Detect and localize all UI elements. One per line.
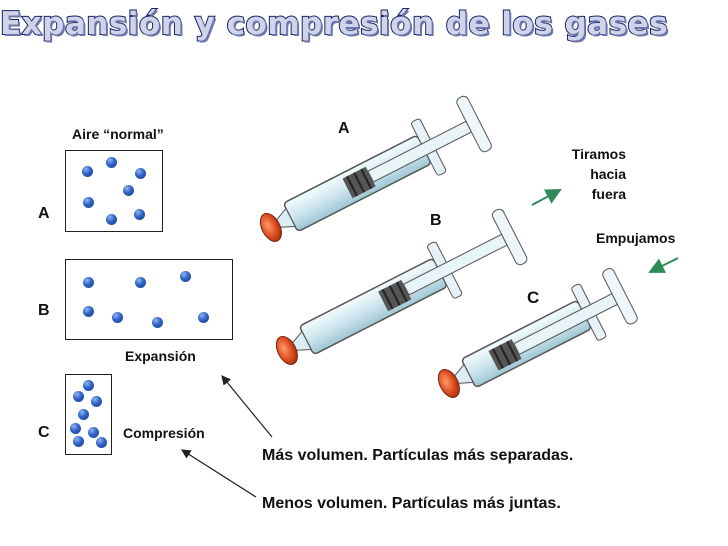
particle <box>198 312 209 323</box>
particle <box>78 409 89 420</box>
syringe-b-label: B <box>430 212 442 229</box>
particle <box>70 423 81 434</box>
particle <box>180 271 191 282</box>
particle <box>83 277 94 288</box>
particle-box-normal <box>65 150 163 232</box>
pull-text-line-2: hacia <box>590 166 626 182</box>
row-label-c: C <box>38 424 50 441</box>
less-volume-note: Menos volumen. Partículas más juntas. <box>262 495 561 512</box>
particle <box>82 166 93 177</box>
particle <box>135 277 146 288</box>
particle-box-expansion <box>65 259 233 340</box>
particle <box>152 317 163 328</box>
push-text: Empujamos <box>596 230 676 246</box>
compression-label: Compresión <box>123 425 205 441</box>
more-volume-note: Más volumen. Partículas más separadas. <box>262 447 574 464</box>
normal-air-label: Aire “normal” <box>72 126 164 142</box>
particle <box>88 427 99 438</box>
pull-arrow <box>531 189 562 206</box>
particle <box>83 306 94 317</box>
particle <box>106 157 117 168</box>
particle <box>123 185 134 196</box>
particle <box>83 197 94 208</box>
particle <box>135 168 146 179</box>
compression-pointer-arrow <box>180 449 257 498</box>
expansion-pointer-arrow <box>221 375 273 438</box>
page-title: Expansión y compresión de los gases <box>0 5 669 43</box>
syringe-a-label: A <box>338 120 350 137</box>
pull-text-line-1: Tiramos <box>571 146 626 162</box>
particle <box>91 396 102 407</box>
row-label-a: A <box>38 205 50 222</box>
particle <box>112 312 123 323</box>
syringe-c-label: C <box>527 288 540 307</box>
particle <box>73 436 84 447</box>
row-label-b: B <box>38 302 50 319</box>
particle <box>96 437 107 448</box>
particle <box>73 391 84 402</box>
particle <box>83 380 94 391</box>
expansion-label: Expansión <box>125 348 196 364</box>
syringe-b <box>275 208 528 365</box>
particle <box>134 209 145 220</box>
push-arrow <box>648 257 679 273</box>
pull-text-line-3: fuera <box>591 186 626 202</box>
syringe-c <box>437 268 638 398</box>
particle <box>106 214 117 225</box>
pull-text: Tiramos hacia fuera <box>540 144 626 204</box>
particle-box-compression <box>65 374 112 455</box>
syringe-a <box>259 95 492 242</box>
